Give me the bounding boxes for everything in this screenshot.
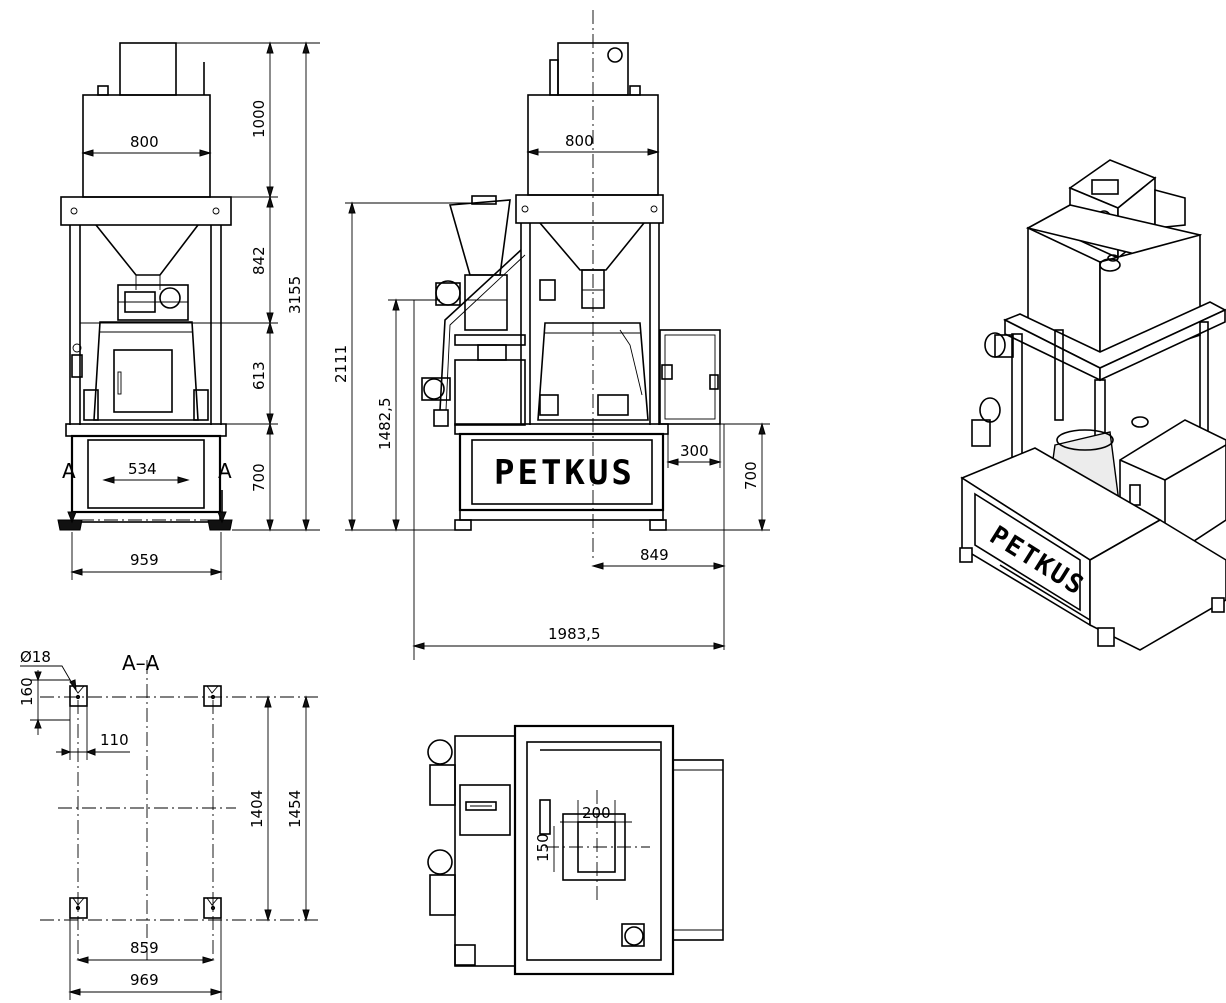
front-dim-hopper-width: 800 [130, 133, 159, 151]
section-dim-edge-offset: 160 [18, 677, 36, 706]
section-mark-left: A [62, 459, 76, 483]
front-dim-top-height: 1000 [250, 100, 268, 138]
side-dim-base-height: 700 [742, 461, 760, 490]
front-view: A A 800 534 959 1000 842 [57, 41, 320, 580]
front-dim-mid-height: 613 [250, 361, 268, 390]
side-brand-label: PETKUS [494, 453, 635, 493]
side-dim-frame-height: 2111 [332, 345, 350, 383]
side-dim-right-offset: 849 [640, 546, 669, 564]
isometric-view: PETKUS [959, 159, 1226, 651]
top-dim-opening-width: 200 [582, 804, 611, 822]
section-mark-right: A [218, 459, 232, 483]
side-dim-hopper-width: 800 [565, 132, 594, 150]
section-a-a-view: A–A Ø18 160 1 [18, 648, 320, 1000]
section-dim-outer-length: 1454 [286, 790, 304, 828]
top-dim-opening-length: 150 [534, 833, 552, 862]
section-title: A–A [122, 651, 160, 675]
side-dim-inlet-height: 1482,5 [376, 398, 394, 451]
section-dim-inner-width: 859 [130, 939, 159, 957]
top-view: 200 150 [427, 724, 724, 976]
front-dim-hopper-height: 842 [250, 246, 268, 275]
front-dim-base-height: 700 [250, 463, 268, 492]
section-dim-hole-offset: 110 [100, 731, 129, 749]
section-dim-inner-length: 1404 [248, 790, 266, 828]
front-dim-base-width: 959 [130, 551, 159, 569]
front-dim-total-height: 3155 [286, 276, 304, 314]
side-view: PETKUS 800 2111 1482,5 300 70 [332, 10, 770, 660]
section-dim-outer-width: 969 [130, 971, 159, 989]
front-dim-base-inner: 534 [128, 460, 157, 478]
side-dim-total-width: 1983,5 [548, 625, 601, 643]
side-dim-box-offset: 300 [680, 442, 709, 460]
section-dim-hole-dia: Ø18 [20, 648, 51, 666]
